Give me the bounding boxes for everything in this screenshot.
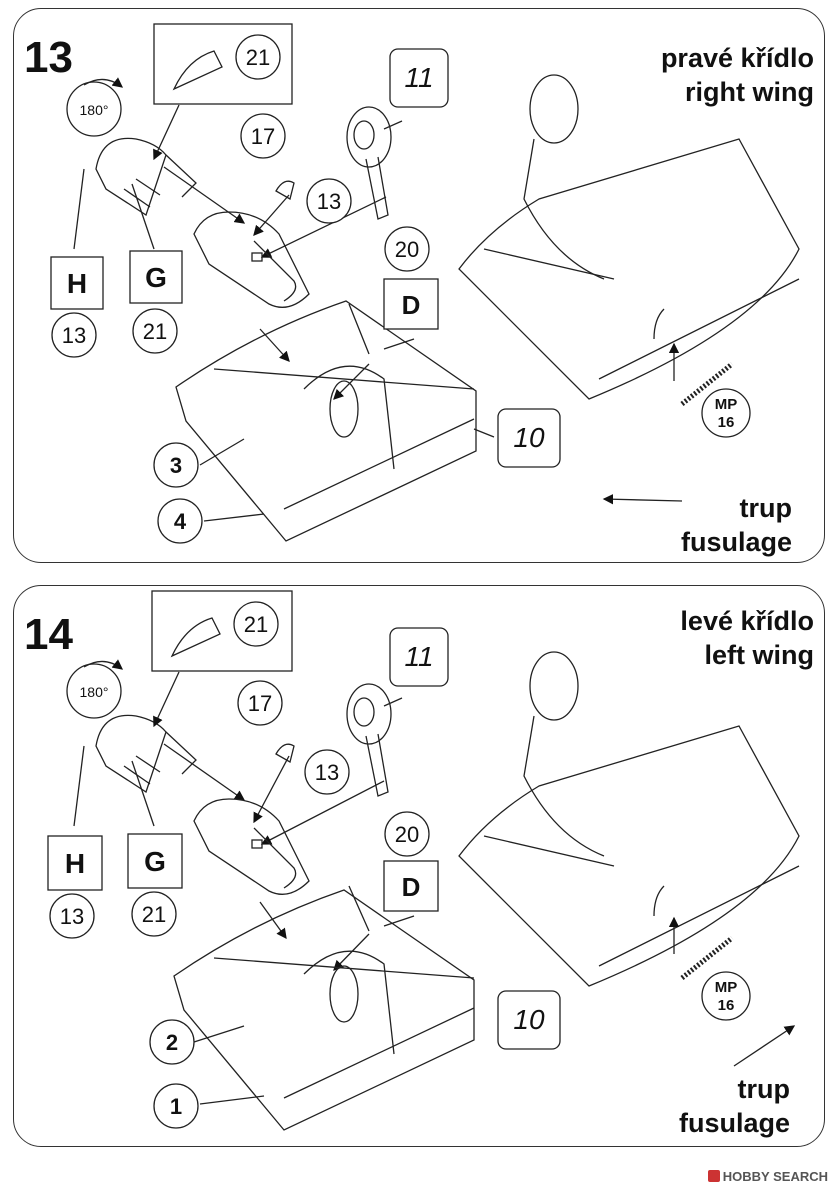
callout-21-top — [235, 34, 281, 80]
svg-text:13: 13 — [315, 760, 339, 785]
watermark: HOBBY SEARCH — [707, 1169, 828, 1184]
svg-text:21: 21 — [244, 612, 268, 637]
part-17-icon — [275, 743, 295, 763]
step-title: pravé křídlo right wing — [661, 41, 814, 109]
callout-11 — [389, 48, 449, 108]
svg-text:MP: MP — [715, 979, 738, 996]
callout-13 — [304, 749, 350, 795]
svg-text:4: 4 — [174, 509, 187, 534]
svg-text:3: 3 — [170, 453, 182, 478]
canopy-frame-icon — [95, 137, 167, 217]
svg-text:D: D — [402, 872, 421, 902]
svg-text:17: 17 — [248, 691, 272, 716]
step-13-panel: 13 pravé křídlo right wing trup fusulage — [13, 8, 825, 563]
svg-text:13: 13 — [317, 189, 341, 214]
rotation-label: 180° — [80, 684, 109, 700]
callout-D — [383, 860, 439, 912]
svg-text:21: 21 — [143, 319, 167, 344]
cockpit-sidewall-icon — [193, 211, 310, 308]
callout-wing-a — [149, 1019, 195, 1065]
rotation-circle-icon — [66, 663, 122, 719]
title-czech: pravé křídlo — [660, 43, 814, 73]
title-english: left wing — [704, 640, 815, 670]
callout-H-13 — [51, 312, 97, 358]
svg-text:20: 20 — [395, 822, 419, 847]
step-number: 14 — [24, 610, 73, 659]
svg-text:H: H — [67, 268, 87, 299]
svg-text:13: 13 — [60, 904, 84, 929]
canopy-frame-icon — [95, 714, 167, 794]
svg-text:16: 16 — [718, 414, 735, 431]
wing-part-left-icon — [173, 889, 475, 1131]
callout-MP16 — [701, 971, 751, 1021]
callout-G-21 — [131, 891, 177, 937]
wing-part-left-icon — [175, 300, 477, 542]
svg-text:21: 21 — [142, 902, 166, 927]
callout-20 — [384, 226, 430, 272]
fuselage-czech: trup — [739, 493, 792, 523]
callout-G-21 — [132, 308, 178, 354]
cockpit-sidewall-icon — [193, 798, 310, 895]
hobby-search-logo-icon — [707, 1170, 720, 1182]
svg-text:H: H — [65, 848, 85, 879]
fuselage-direction-label: trup fusulage — [681, 491, 792, 559]
wheel-well-icon — [329, 380, 359, 438]
svg-text:13: 13 — [62, 323, 86, 348]
rotation-label: 180° — [80, 102, 109, 118]
callout-10 — [497, 990, 561, 1050]
title-english: right wing — [685, 77, 814, 107]
svg-text:2: 2 — [166, 1030, 178, 1055]
svg-text:11: 11 — [404, 641, 433, 672]
wing-part-right-icon — [458, 138, 800, 400]
fuselage-direction-label: trup fusulage — [679, 1072, 790, 1140]
callout-wing-a — [153, 442, 199, 488]
windshield-part-icon — [170, 617, 221, 658]
callout-17 — [237, 680, 283, 726]
svg-text:D: D — [402, 290, 421, 320]
svg-text:MP: MP — [715, 396, 738, 413]
callout-MP16 — [701, 388, 751, 438]
windshield-part-icon — [172, 50, 223, 91]
callout-H — [50, 256, 104, 310]
fuselage-english: fusulage — [680, 527, 792, 557]
main-wheel-icon — [346, 683, 392, 745]
svg-text:20: 20 — [395, 237, 419, 262]
callout-10 — [497, 408, 561, 468]
callout-wing-b — [153, 1083, 199, 1129]
callout-21-top — [233, 601, 279, 647]
svg-text:1: 1 — [170, 1094, 182, 1119]
callout-H — [47, 835, 103, 891]
step-14-drawing: 21 17 13 11 20 D H 13 G 21 10 2 1 — [47, 590, 800, 1131]
callout-13 — [306, 178, 352, 224]
callout-H-13 — [49, 893, 95, 939]
step-14-panel: 14 levé křídlo left wing trup fusulage — [13, 585, 825, 1147]
callout-G — [127, 833, 183, 889]
fuselage-english: fusulage — [678, 1108, 790, 1138]
step-number: 13 — [24, 33, 73, 82]
step-title: levé křídlo left wing — [680, 604, 814, 672]
callout-wing-b — [157, 498, 203, 544]
wheel-well-icon — [329, 965, 359, 1023]
step-13-drawing: 21 17 13 11 20 D H 13 G 21 10 3 4 — [50, 23, 800, 544]
title-czech: levé křídlo — [680, 606, 814, 636]
svg-text:21: 21 — [246, 45, 270, 70]
rotation-circle-icon — [66, 81, 122, 137]
callout-20 — [384, 811, 430, 857]
svg-text:10: 10 — [513, 422, 545, 453]
fuselage-czech: trup — [737, 1074, 790, 1104]
svg-text:G: G — [145, 262, 167, 293]
svg-text:17: 17 — [251, 124, 275, 149]
svg-text:16: 16 — [718, 997, 735, 1014]
part-17-icon — [275, 180, 295, 200]
callout-D — [383, 278, 439, 330]
watermark-text: HOBBY SEARCH — [722, 1169, 828, 1184]
callout-G — [129, 250, 183, 304]
main-wheel-icon — [346, 106, 392, 168]
callout-17 — [240, 113, 286, 159]
wing-part-right-icon — [458, 725, 800, 987]
svg-text:10: 10 — [513, 1004, 545, 1035]
callout-11 — [389, 627, 449, 687]
svg-text:G: G — [144, 846, 166, 877]
svg-text:11: 11 — [404, 62, 433, 93]
